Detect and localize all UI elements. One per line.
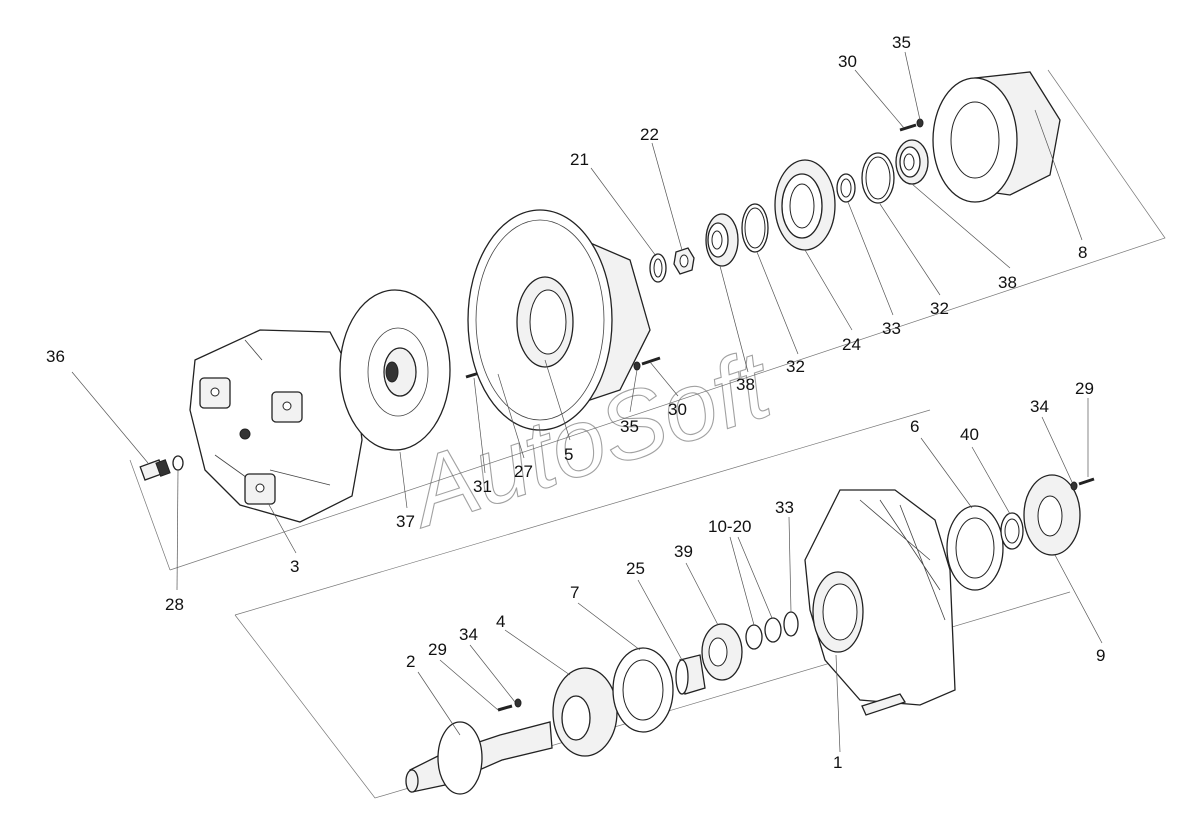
callout-40: 40 xyxy=(960,425,979,444)
part-washer-34-upper xyxy=(1070,481,1078,491)
part-cap-9 xyxy=(1023,474,1081,556)
callout-37: 37 xyxy=(396,512,415,531)
callout-38-lower: 38 xyxy=(998,273,1017,292)
part-snap-ring-32-upper xyxy=(741,203,769,253)
part-shaft-2 xyxy=(405,721,553,795)
callout-8: 8 xyxy=(1078,243,1087,262)
leader-lines xyxy=(71,51,1103,753)
part-washer-35-lower xyxy=(916,118,924,128)
part-gasket-6 xyxy=(946,505,1004,591)
callout-35-upper: 35 xyxy=(620,417,639,436)
callout-28: 28 xyxy=(165,595,184,614)
part-gasket-7 xyxy=(612,647,674,733)
callout-35-lower: 35 xyxy=(892,33,911,52)
callout-39: 39 xyxy=(674,542,693,561)
callout-29-upper: 29 xyxy=(1075,379,1094,398)
part-ring-21 xyxy=(649,253,667,283)
part-gear-housing-1 xyxy=(804,489,956,716)
part-ring-33-lower xyxy=(783,611,799,637)
part-bearing-38-lower xyxy=(895,139,929,185)
callout-34-lower: 34 xyxy=(459,625,478,644)
callout-33-lower: 33 xyxy=(775,498,794,517)
part-housing-24 xyxy=(774,159,836,251)
callout-1: 1 xyxy=(833,753,842,772)
callout-24: 24 xyxy=(842,335,861,354)
part-bolt-29-upper xyxy=(1078,477,1095,486)
callout-10-20: 10-20 xyxy=(708,517,751,536)
callout-32-lower: 32 xyxy=(930,299,949,318)
part-cover-4 xyxy=(552,667,618,757)
part-washer-28 xyxy=(172,455,184,471)
callout-34-upper: 34 xyxy=(1030,397,1049,416)
callout-31: 31 xyxy=(473,477,492,496)
callout-9: 9 xyxy=(1096,646,1105,665)
part-snap-ring-32-lower xyxy=(861,152,895,204)
callout-21: 21 xyxy=(570,150,589,169)
callout-36: 36 xyxy=(46,347,65,366)
part-shims-10-20 xyxy=(745,617,782,650)
part-washer-34-lower xyxy=(514,698,522,708)
callout-3: 3 xyxy=(290,557,299,576)
part-fitting-36 xyxy=(139,459,171,481)
part-bearing-38-upper xyxy=(705,213,739,267)
callout-6: 6 xyxy=(910,417,919,436)
callout-33-upper: 33 xyxy=(882,319,901,338)
part-pulley-drum-8 xyxy=(932,71,1061,203)
callout-labels: 36 28 3 37 31 27 5 35 30 21 22 38 32 24 … xyxy=(46,33,1105,772)
part-bolt-30-lower xyxy=(899,123,917,132)
callout-32-upper: 32 xyxy=(786,357,805,376)
assembly-frame-upper xyxy=(129,69,1166,571)
part-bushing-25 xyxy=(675,654,706,695)
callout-5: 5 xyxy=(564,445,573,464)
part-friction-disc-37 xyxy=(339,289,451,451)
part-spacer-33-upper xyxy=(836,173,856,203)
callout-38-upper: 38 xyxy=(736,375,755,394)
callout-30-lower: 30 xyxy=(838,52,857,71)
part-pulley-flange-5 xyxy=(467,209,651,431)
callout-29-lower: 29 xyxy=(428,640,447,659)
callout-30-upper: 30 xyxy=(668,400,687,419)
part-bolt-30-upper xyxy=(641,356,661,366)
part-nut-22 xyxy=(673,247,695,275)
part-seal-40 xyxy=(1000,512,1024,550)
callout-27: 27 xyxy=(514,462,533,481)
callout-25: 25 xyxy=(626,559,645,578)
callout-4: 4 xyxy=(496,612,505,631)
callout-2: 2 xyxy=(406,652,415,671)
callout-7: 7 xyxy=(570,583,579,602)
callout-22: 22 xyxy=(640,125,659,144)
part-bearing-39 xyxy=(701,623,743,681)
part-bolt-29-lower xyxy=(497,704,513,712)
part-cover-plate-3 xyxy=(189,329,363,523)
